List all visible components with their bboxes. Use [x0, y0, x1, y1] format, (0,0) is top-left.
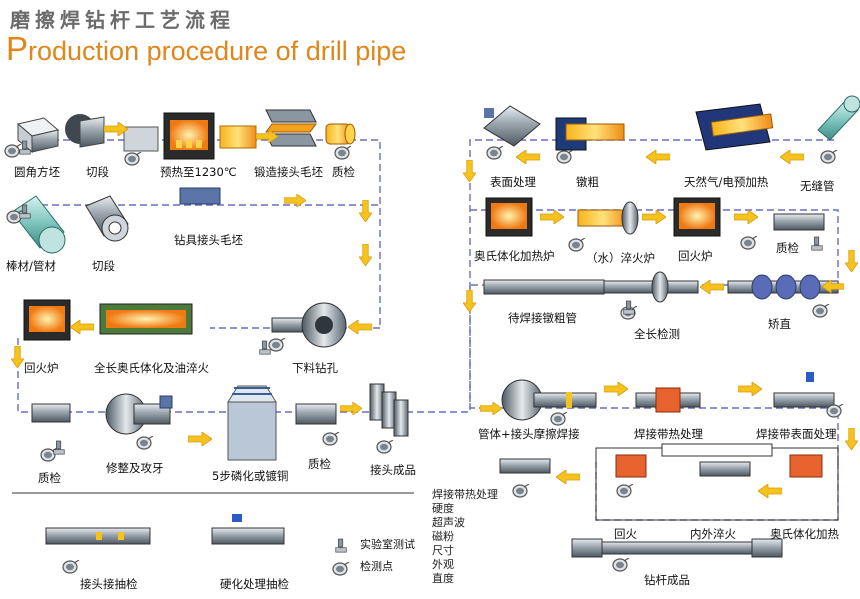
label-forge: 锻造接头毛坯 — [254, 165, 323, 179]
cut-billet-image — [65, 114, 105, 148]
surface-treat-image — [483, 105, 541, 147]
drill-pipe-image — [571, 538, 783, 558]
label-harden-sample: 硬化处理抽检 — [220, 577, 289, 591]
label-full-inspect: 全长检测 — [634, 327, 680, 341]
friction-weld-image — [501, 379, 597, 421]
weld-test-item: 硬度 — [432, 502, 454, 515]
austenitize-quench-image — [99, 303, 193, 335]
label-temper: 回火炉 — [24, 361, 59, 375]
label-in-out-quench: 内外淬火 — [690, 527, 736, 541]
trim-tap-image — [105, 393, 173, 435]
temper-furnace2-image — [673, 197, 721, 237]
joint-inspect-image — [31, 403, 71, 423]
upset-pipe-image — [483, 279, 605, 295]
weld-test-item: 磁粉 — [432, 530, 454, 543]
label-water-quench: （水）淬火炉 — [586, 251, 655, 265]
austenitize-furnace-image — [485, 197, 533, 237]
label-qc-1: 质检 — [332, 165, 355, 179]
seamless-pipe-image — [817, 95, 860, 141]
billet-block-image — [123, 126, 159, 152]
round-billet-image — [16, 117, 60, 154]
label-qc-3: 质检 — [308, 457, 331, 471]
full-length-inspect-image — [603, 271, 699, 303]
label-qc-2: 质检 — [38, 471, 61, 485]
weld-test-list: 焊接带热处理 硬度 超声波 磁粉 尺寸 外观 直度 — [432, 488, 498, 586]
label-straighten: 矫直 — [768, 317, 791, 331]
label-temper-furnace: 回火炉 — [678, 249, 713, 263]
upset-machine-image — [555, 117, 625, 151]
joint-qc-image — [295, 403, 337, 425]
inner-quench-bar — [661, 443, 773, 457]
weld-test-item: 外观 — [432, 558, 454, 571]
label-weld-surface: 焊接带表面处理 — [756, 427, 837, 441]
weld-test-item: 尺寸 — [432, 544, 454, 557]
label-weld-heat: 焊接带热处理 — [634, 427, 703, 441]
label-aus-heat: 奥氏体化加热 — [770, 527, 839, 541]
weld-surface-image — [773, 372, 835, 408]
label-seamless: 无缝管 — [800, 179, 835, 193]
weld-test-item: 直度 — [432, 572, 454, 585]
temper-furnace-image — [23, 299, 71, 341]
weld-heat-treat-image — [635, 387, 701, 413]
label-upset: 镦粗 — [576, 175, 599, 189]
label-cut-2: 切段 — [92, 259, 115, 273]
legend-check-point: 检测点 — [360, 560, 393, 573]
label-joint-finished: 接头成品 — [370, 463, 416, 477]
label-gas-preheat: 天然气/电预加热 — [684, 175, 769, 189]
qc-pipe-image — [773, 213, 825, 231]
label-tool-blank: 钻具接头毛坯 — [174, 233, 243, 247]
tool-joint-blank-image — [179, 187, 221, 205]
hot-blank-image — [219, 125, 257, 149]
label-joint-sample: 接头接抽检 — [80, 577, 138, 591]
label-bore: 下料钻孔 — [292, 361, 338, 375]
water-quench-image — [577, 201, 639, 235]
weld-test-item: 焊接带热处理 — [432, 488, 498, 501]
finished-joints-image — [369, 383, 409, 437]
legend-lab-test: 实验室测试 — [360, 538, 415, 551]
label-preheat: 预热至1230℃ — [160, 165, 237, 179]
forging-press-image — [265, 109, 317, 147]
label-drill-pipe: 钻杆成品 — [644, 573, 690, 587]
chinese-title: 磨擦焊钻杆工艺流程 — [10, 8, 235, 32]
joint-sample-image — [45, 527, 151, 545]
label-cut-1: 切段 — [86, 165, 109, 179]
english-title-rest: roduction procedure of drill pipe — [28, 36, 407, 66]
label-temper-2: 回火 — [614, 527, 637, 541]
weld-test-item: 超声波 — [432, 516, 465, 529]
label-trim-tap: 修整及攻牙 — [106, 461, 164, 475]
label-round-billet: 圆角方坯 — [14, 165, 60, 179]
label-surface-treat: 表面处理 — [490, 175, 536, 189]
label-upset-pipe: 待焊接镦粗管 — [508, 311, 577, 325]
gas-preheat-image — [695, 103, 774, 151]
label-austenite-quench: 全长奥氏体化及油淬火 — [94, 361, 209, 375]
label-friction-weld: 管体+接头摩擦焊接 — [478, 427, 580, 441]
straightener-image — [727, 274, 839, 300]
phosphating-tanks-image — [227, 385, 277, 461]
temper-section-image — [499, 454, 647, 478]
english-title: Production procedure of drill pipe — [6, 30, 406, 68]
label-aus-furnace: 奥氏体化加热炉 — [474, 249, 555, 263]
austenitize-heat-image — [789, 454, 823, 478]
cut-tube-image — [85, 195, 129, 242]
forged-blank-image — [325, 123, 356, 145]
boring-machine-image — [271, 302, 347, 348]
harden-sample-image — [211, 514, 285, 545]
label-qc-4: 质检 — [776, 241, 799, 255]
label-bar-tube: 棒材/管材 — [6, 259, 56, 273]
english-title-initial: P — [6, 30, 29, 67]
preheat-furnace-image — [163, 112, 215, 160]
label-phosphate: 5步磷化或镀铜 — [212, 469, 289, 483]
inner-outer-quench-image — [699, 461, 751, 477]
